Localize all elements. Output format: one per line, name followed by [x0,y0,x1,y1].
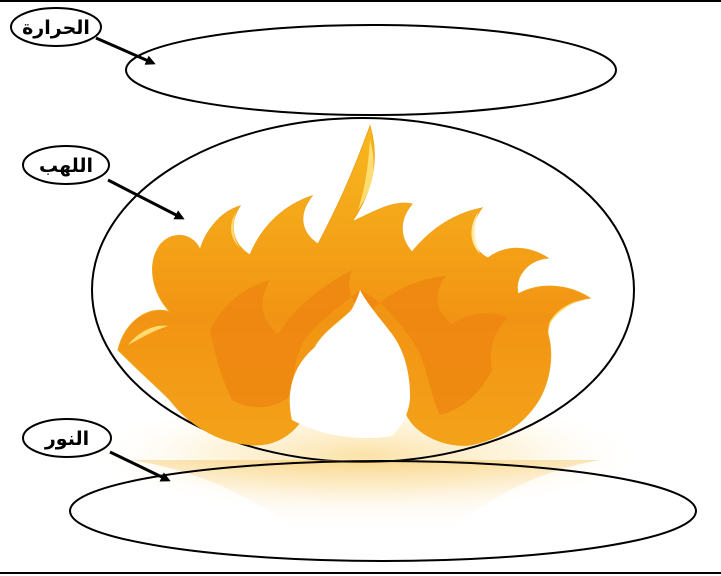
light-label: النور [23,419,111,457]
heat-ellipse [126,25,616,115]
heat-label: الحرارة [11,8,101,46]
flame-icon [118,126,600,535]
heat-arrow [96,38,153,63]
flame-arrow [108,180,182,218]
light-label-text: النور [44,428,89,450]
flame-label-text: اللهب [39,155,93,177]
heat-label-text: الحرارة [22,17,90,39]
flame-label: اللهب [23,146,109,184]
